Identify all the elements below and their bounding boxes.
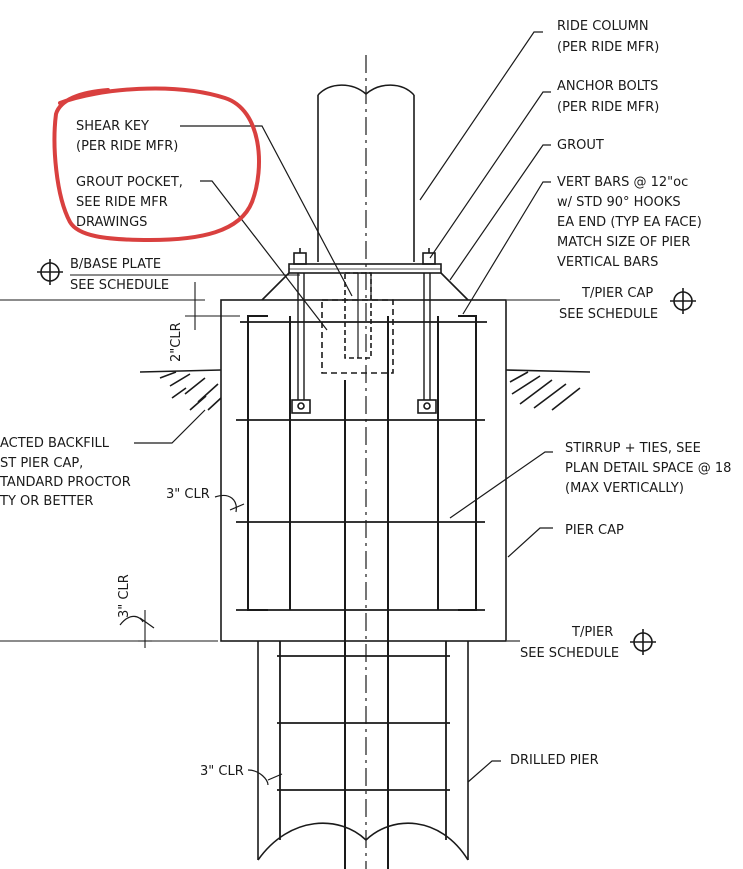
label-anchor-bolts: ANCHOR BOLTS (PER RIDE MFR) bbox=[557, 79, 659, 115]
label-backfill: ACTED BACKFILL ST PIER CAP, TANDARD PROC… bbox=[0, 436, 131, 509]
label-grout-pocket: GROUT POCKET, SEE RIDE MFR DRAWINGS bbox=[76, 175, 183, 230]
label-backfill-line1: ACTED BACKFILL bbox=[0, 436, 110, 451]
leader-lines bbox=[119, 31, 553, 786]
label-base-plate: B/BASE PLATE SEE SCHEDULE bbox=[70, 257, 169, 293]
label-grout-pocket-line3: DRAWINGS bbox=[76, 215, 147, 230]
label-grout-pocket-line2: SEE RIDE MFR bbox=[76, 195, 168, 210]
label-backfill-line3: TANDARD PROCTOR bbox=[0, 475, 131, 490]
label-pier-cap-top-line1: T/PIER CAP bbox=[581, 286, 653, 301]
label-vert-bars-line5: VERTICAL BARS bbox=[557, 255, 658, 270]
label-stirrup-line2: PLAN DETAIL SPACE @ 18 bbox=[565, 461, 731, 476]
label-3in-clr-vertical: 3" CLR bbox=[117, 574, 132, 618]
label-base-plate-line1: B/BASE PLATE bbox=[70, 257, 161, 272]
anchor-bolt-nuts-top bbox=[293, 248, 436, 265]
elevation-target-pier bbox=[630, 629, 656, 655]
label-vert-bars-line3: EA END (TYP EA FACE) bbox=[557, 215, 702, 230]
label-pier-top: T/PIER SEE SCHEDULE bbox=[520, 625, 619, 661]
elevation-target-base-plate bbox=[37, 259, 63, 285]
label-anchor-bolts-line1: ANCHOR BOLTS bbox=[557, 79, 658, 94]
label-grout: GROUT bbox=[557, 138, 604, 153]
base-plate bbox=[288, 263, 442, 274]
label-backfill-line2: ST PIER CAP, bbox=[0, 456, 83, 471]
label-vert-bars-line4: MATCH SIZE OF PIER bbox=[557, 235, 690, 250]
label-stirrup-line3: (MAX VERTICALLY) bbox=[565, 481, 684, 496]
label-shear-key-line2: (PER RIDE MFR) bbox=[76, 139, 178, 154]
bar-hooks bbox=[247, 315, 477, 611]
label-anchor-bolts-line2: (PER RIDE MFR) bbox=[557, 100, 659, 115]
label-stirrup-line1: STIRRUP + TIES, SEE bbox=[565, 441, 701, 456]
linework bbox=[0, 31, 696, 869]
label-stirrup: STIRRUP + TIES, SEE PLAN DETAIL SPACE @ … bbox=[565, 441, 731, 496]
label-vert-bars: VERT BARS @ 12"oc w/ STD 90° HOOKS EA EN… bbox=[557, 175, 702, 270]
label-pier-cap-top: T/PIER CAP SEE SCHEDULE bbox=[559, 286, 658, 322]
ground-right bbox=[505, 369, 591, 411]
label-pier-cap-top-line2: SEE SCHEDULE bbox=[559, 307, 658, 322]
label-shear-key-line1: SHEAR KEY bbox=[76, 119, 149, 134]
label-3in-clr-side: 3" CLR bbox=[166, 487, 210, 502]
label-ride-column-line1: RIDE COLUMN bbox=[557, 19, 649, 34]
label-pier-cap: PIER CAP bbox=[565, 523, 624, 538]
label-2in-clr: 2"CLR bbox=[169, 322, 184, 362]
anchor-bolt-shanks bbox=[297, 273, 431, 400]
label-pier-top-line1: T/PIER bbox=[571, 625, 613, 640]
label-grout-pocket-line1: GROUT POCKET, bbox=[76, 175, 183, 190]
dimension-lines bbox=[0, 274, 560, 648]
label-vert-bars-line2: w/ STD 90° HOOKS bbox=[557, 195, 681, 210]
pier-cap-outline bbox=[220, 299, 507, 642]
shear-key bbox=[344, 272, 372, 359]
label-drilled-pier: DRILLED PIER bbox=[510, 753, 599, 768]
drilled-pier bbox=[257, 641, 469, 861]
highlight-circle bbox=[52, 86, 261, 243]
grout-pad bbox=[261, 272, 469, 301]
label-vert-bars-line1: VERT BARS @ 12"oc bbox=[557, 175, 688, 190]
anchor-bolt-nuts-bottom bbox=[291, 399, 437, 414]
label-backfill-line4: TY OR BETTER bbox=[0, 494, 93, 509]
label-3in-clr-bottom: 3" CLR bbox=[200, 764, 244, 779]
label-pier-top-line2: SEE SCHEDULE bbox=[520, 646, 619, 661]
ground-left bbox=[139, 369, 222, 411]
label-shear-key: SHEAR KEY (PER RIDE MFR) bbox=[76, 119, 178, 154]
stirrups bbox=[236, 321, 487, 611]
label-ride-column: RIDE COLUMN (PER RIDE MFR) bbox=[557, 19, 659, 55]
pier-cap-vertical-bars bbox=[247, 316, 477, 869]
label-ride-column-line2: (PER RIDE MFR) bbox=[557, 40, 659, 55]
elevation-target-pier-cap bbox=[670, 288, 696, 314]
label-base-plate-line2: SEE SCHEDULE bbox=[70, 278, 169, 293]
